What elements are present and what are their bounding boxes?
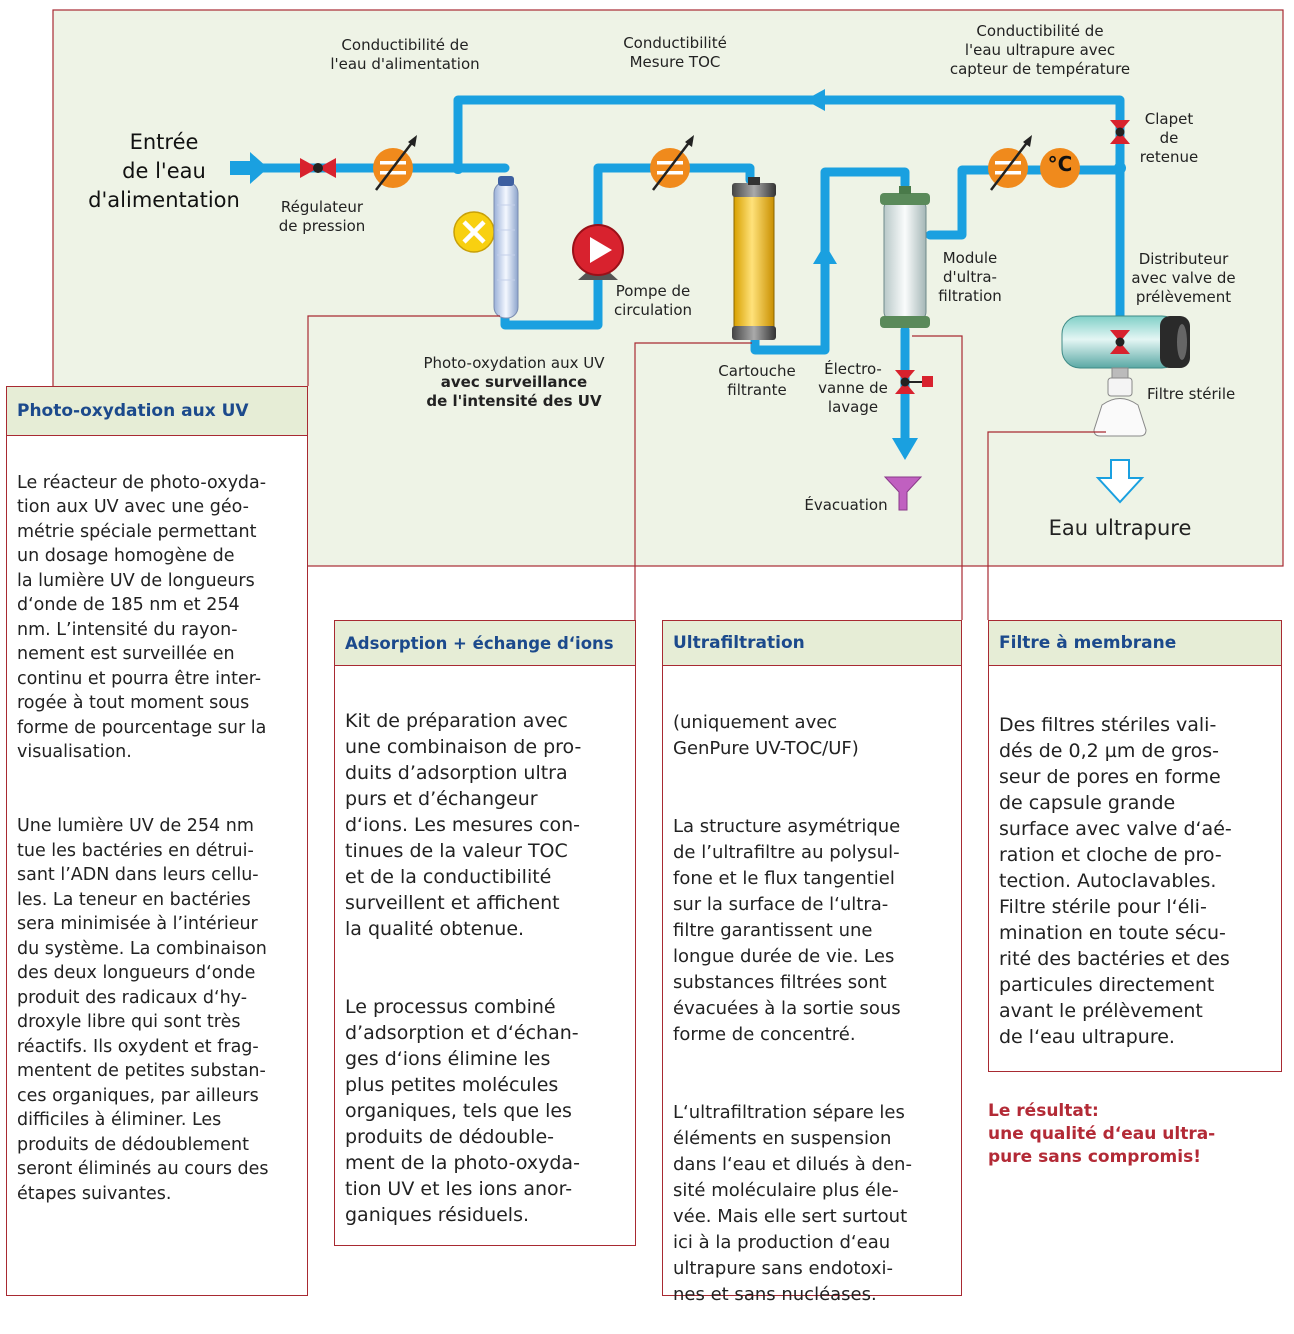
adsorption-paragraph: Kit de préparation avec une combinaison …: [345, 710, 582, 940]
membrane-filter-paragraph: Des filtres stériles vali- dés de 0,2 µm…: [999, 714, 1232, 1048]
membrane-filter-box-title: Filtre à membrane: [989, 621, 1281, 666]
cartridge-label: Cartouche filtrante: [718, 362, 796, 399]
inlet-arrow-icon: [230, 152, 268, 184]
toc-conductivity-gauge-icon: [650, 135, 694, 191]
uv-oxidation-paragraph: Une lumière UV de 254 nm tue les bactéri…: [17, 816, 269, 1204]
uv-oxidation-box-title: Photo-oxydation aux UV: [7, 387, 307, 436]
adsorption-box-title: Adsorption + échange d‘ions: [335, 621, 635, 666]
check-valve-label: Clapet de retenue: [1139, 110, 1199, 166]
dispenser-label: Distributeur avec valve de prélèvement: [1131, 250, 1236, 306]
flush-valve-label: Électro- vanne de lavage: [818, 360, 888, 416]
temperature-unit-label: °C: [1047, 152, 1073, 176]
ultrapure-conductivity-label: Conductibilité de l'eau ultrapure avec c…: [949, 22, 1131, 78]
dispenser-icon: [1061, 315, 1190, 369]
membrane-filter-box-body: Des filtres stériles vali- dés de 0,2 µm…: [989, 666, 1281, 1076]
flow-arrow-icon: [805, 89, 825, 111]
pump-label: Pompe de circulation: [613, 282, 693, 319]
membrane-filter-box: Filtre à membrane Des filtres stériles v…: [988, 620, 1282, 1072]
ultrafiltration-box: Ultrafiltration (uniquement avec GenPure…: [662, 620, 962, 1305]
inlet-label: Entrée de l'eau d'alimentation: [88, 130, 240, 212]
adsorption-box-body: Kit de préparation avec une combinaison …: [335, 666, 635, 1254]
flow-arrow-icon: [813, 244, 837, 264]
pipe-junction: [1114, 162, 1126, 174]
uf-module-label: Module d'ultra- filtration: [938, 249, 1002, 305]
feed-conductivity-label: Conductibilité de l'eau d'alimentation: [330, 36, 480, 73]
ultrafiltration-paragraph: (uniquement avec GenPure UV-TOC/UF): [673, 712, 859, 759]
leader-lines: [307, 315, 1106, 620]
ultrafiltration-paragraph: L‘ultrafiltration sépare les éléments en…: [673, 1102, 912, 1305]
adsorption-box: Adsorption + échange d‘ions Kit de prépa…: [334, 620, 636, 1246]
drain-funnel-icon: [883, 476, 923, 511]
drain-label: Évacuation: [804, 496, 888, 514]
filter-cartridge: [732, 177, 776, 340]
uv-oxidation-box-body: Le réacteur de photo-oxyda- tion aux UV …: [7, 436, 307, 1231]
outlet-arrow-icon: [1095, 459, 1145, 504]
toc-conductivity-label: Conductibilité Mesure TOC: [623, 34, 727, 71]
ultrafiltration-module: [880, 186, 930, 328]
feed-conductivity-gauge-icon: [373, 135, 417, 191]
ultrapure-water-label: Eau ultrapure: [1048, 516, 1192, 540]
result-text: Le résultat: une qualité d‘eau ultra- pu…: [988, 1101, 1216, 1167]
circulation-pump-icon: [572, 224, 624, 280]
ultrapure-conductivity-gauge-icon: [988, 135, 1032, 191]
uv-oxidation-paragraph: Le réacteur de photo-oxyda- tion aux UV …: [17, 472, 267, 763]
pipe-junction: [452, 162, 464, 174]
check-valve-icon: [1110, 120, 1130, 144]
ultrafiltration-paragraph: La structure asymétrique de l’ultrafiltr…: [673, 816, 901, 1045]
pressure-regulator-icon: [300, 158, 336, 178]
uv-monitoring-label: avec surveillance de l'intensité des UV: [426, 373, 602, 410]
uv-oxidation-box: Photo-oxydation aux UV Le réacteur de ph…: [6, 386, 308, 1296]
uv-oxidation-label: Photo-oxydation aux UV: [423, 354, 605, 372]
uv-reactor-column: [493, 176, 519, 319]
flush-solenoid-valve-icon: [895, 370, 933, 394]
flow-arrow-icon: [892, 438, 918, 460]
adsorption-paragraph: Le processus combiné d’adsorption et d‘é…: [345, 996, 580, 1226]
sterile-filter-icon: [1093, 367, 1147, 437]
ultrafiltration-box-body: (uniquement avec GenPure UV-TOC/UF) La s…: [663, 666, 961, 1334]
uv-lamp-icon: [453, 211, 495, 253]
sterile-filter-label: Filtre stérile: [1147, 385, 1236, 403]
pressure-regulator-label: Régulateur de pression: [278, 198, 366, 235]
sampling-valve-icon: [1110, 330, 1130, 354]
ultrafiltration-box-title: Ultrafiltration: [663, 621, 961, 666]
temperature-sensor-icon: [1040, 148, 1080, 188]
